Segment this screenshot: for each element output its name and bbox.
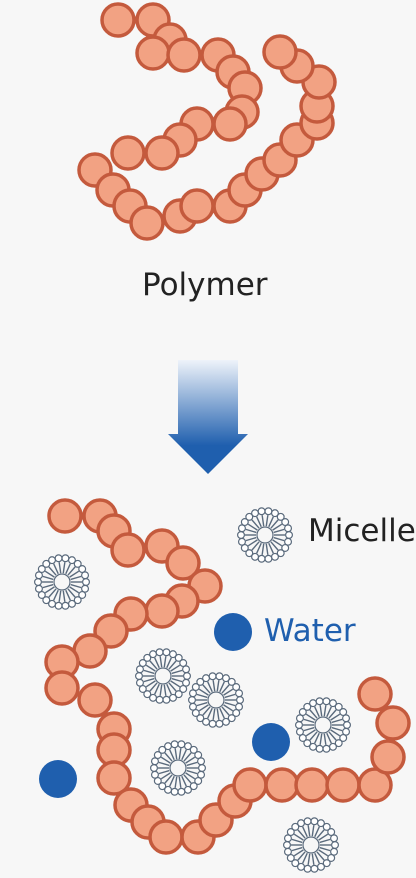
- monomer-bead: [144, 593, 180, 629]
- water-droplet: [39, 760, 77, 798]
- monomer-bead: [262, 34, 298, 70]
- micelle: [135, 648, 192, 704]
- micelle: [237, 507, 294, 563]
- monomer-bead: [370, 739, 406, 775]
- monomer-bead: [212, 106, 248, 142]
- monomer-bead: [44, 670, 80, 706]
- monomer-bead: [77, 682, 113, 718]
- monomer-bead: [144, 135, 180, 171]
- water-droplet: [252, 723, 290, 761]
- monomer-bead: [96, 760, 132, 796]
- monomer-bead: [47, 498, 83, 534]
- monomer-bead: [110, 532, 146, 568]
- dissolved-polymer-chain: [44, 498, 411, 855]
- monomer-bead: [135, 35, 171, 71]
- monomer-bead: [165, 545, 201, 581]
- micelle-label: Micelle: [308, 513, 416, 549]
- micelle: [188, 672, 245, 728]
- water-droplet: [214, 613, 252, 651]
- monomer-bead: [375, 705, 411, 741]
- polymer-label: Polymer: [142, 267, 268, 303]
- monomer-bead: [357, 676, 393, 712]
- polymer-chain: [77, 2, 337, 241]
- monomer-bead: [110, 135, 146, 171]
- water-droplet-group: [39, 613, 290, 798]
- monomer-bead: [294, 767, 330, 803]
- micelle: [295, 697, 352, 753]
- monomer-bead: [264, 767, 300, 803]
- water-label: Water: [264, 613, 356, 649]
- micelle: [283, 817, 340, 873]
- micelle-group: [33, 507, 352, 873]
- monomer-bead: [166, 37, 202, 73]
- down-arrow-icon: [168, 360, 248, 474]
- monomer-bead: [179, 188, 215, 224]
- monomer-bead: [325, 767, 361, 803]
- monomer-bead: [129, 205, 165, 241]
- monomer-bead: [232, 767, 268, 803]
- micelle: [33, 554, 90, 610]
- micelle: [150, 740, 207, 796]
- monomer-bead: [148, 819, 184, 855]
- monomer-bead: [100, 2, 136, 38]
